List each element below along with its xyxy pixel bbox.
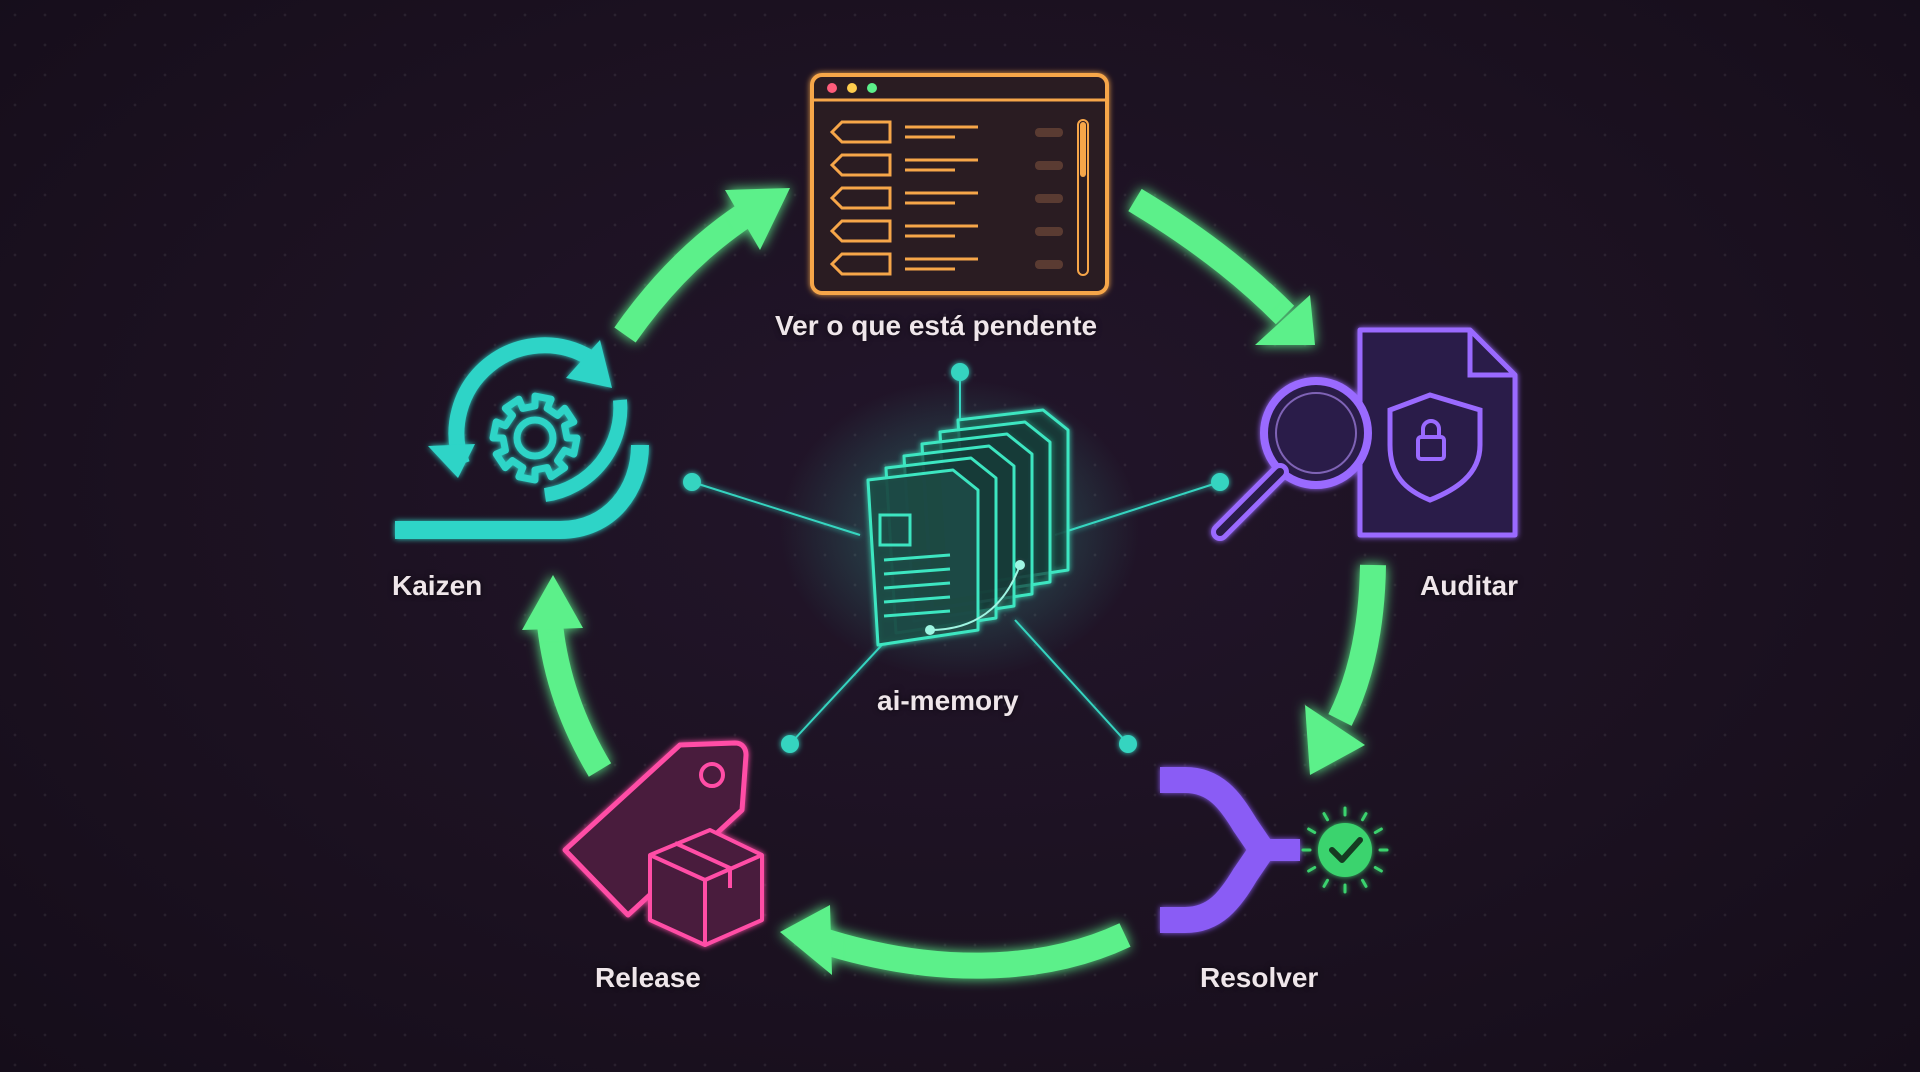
tag-package-icon: [562, 740, 764, 947]
label-release: Release: [595, 962, 701, 993]
arrowhead-resolver: [1305, 705, 1365, 775]
task-tag-icon: [829, 219, 892, 243]
label-ver-o-que-esta-pendente: Ver o que está pendente: [775, 310, 1098, 341]
arrow-kaizen-to-top: [614, 204, 753, 343]
arrow-resolver-to-release: [816, 923, 1131, 979]
arrowhead-top: [725, 188, 790, 250]
connector-node-bottom-right: [1119, 735, 1137, 753]
arrow-right-to-resolver: [1328, 564, 1386, 726]
gear-shape: [489, 392, 581, 484]
task-list-window-icon: [810, 73, 1109, 295]
stacked-documents-icon: [780, 380, 1140, 680]
connector-node-right: [1211, 473, 1229, 491]
arrowhead-release: [780, 905, 832, 975]
connector-node-top: [951, 363, 969, 381]
arrowhead-kaizen: [522, 575, 583, 630]
task-tag-icon: [829, 252, 892, 276]
label-ai-memory: ai-memory: [877, 685, 1019, 716]
arrowhead-right: [1255, 295, 1315, 345]
connector-node-left: [683, 473, 701, 491]
connector-node-bottom-left: [781, 735, 799, 753]
center-connectors: [683, 363, 1229, 753]
audit-document-magnifier-icon: [1211, 327, 1518, 541]
merge-check-icon: [1160, 767, 1389, 933]
task-tag-icon: [829, 120, 892, 144]
label-auditar: Auditar: [1420, 570, 1518, 601]
arrow-release-to-kaizen: [537, 623, 612, 777]
task-tag-icon: [829, 186, 892, 210]
arrow-top-to-right: [1128, 188, 1295, 325]
cycle-arrows: [537, 188, 1386, 979]
cycle-arrowheads: [522, 188, 1365, 975]
gear-cycle-icon: [395, 337, 649, 539]
label-kaizen: Kaizen: [392, 570, 483, 601]
task-tag-icon: [829, 153, 892, 177]
label-resolver: Resolver: [1200, 962, 1319, 993]
